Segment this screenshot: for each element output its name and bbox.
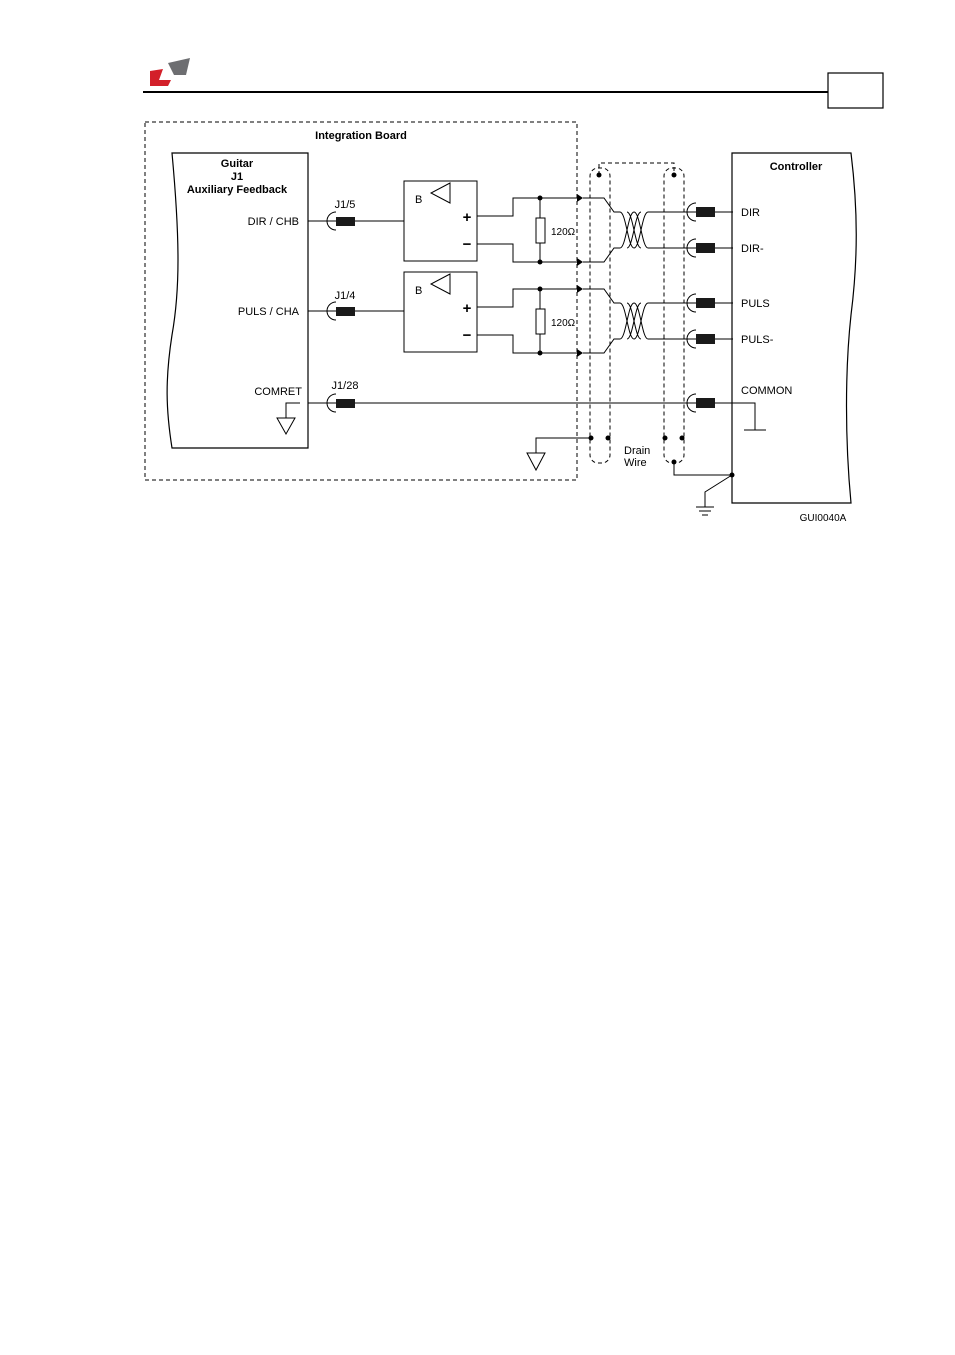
junction-dot (538, 260, 543, 265)
drain-wire-label-line2: Wire (624, 457, 647, 469)
receiver-dir-minus: − (463, 236, 472, 253)
guitar-block (167, 153, 308, 448)
guitar-title: Guitar (221, 158, 254, 170)
receiver-dir-amplifier-icon (431, 183, 450, 203)
controller-signal-dir: DIR (741, 207, 760, 219)
cable-conductors (355, 198, 690, 403)
twisted-pair-puls-icon (620, 303, 653, 339)
guitar-connector-title: J1 (231, 171, 243, 183)
resistor-dir-label: 120Ω (551, 227, 576, 238)
controller-block (732, 153, 856, 503)
resistor-puls-label: 120Ω (551, 318, 576, 329)
shield-junction-dots (589, 173, 685, 465)
integration-board-title: Integration Board (315, 130, 407, 142)
drain-wire-label-line1: Drain (624, 445, 650, 457)
controller-signal-dir-n: DIR- (741, 243, 764, 255)
connector-label-j1-5: J1/5 (335, 199, 356, 211)
figure-id: GUI0040A (800, 513, 847, 524)
controller-title: Controller (770, 161, 823, 173)
brand-logo (150, 58, 190, 86)
controller-signal-common: COMMON (741, 385, 792, 397)
guitar-signal-dir: DIR / CHB (248, 216, 299, 228)
controller-signal-puls: PULS (741, 298, 770, 310)
board-ground-icon (527, 438, 591, 470)
twisted-pair-dir-icon (620, 212, 653, 248)
signal-arrowheads (577, 194, 583, 357)
junction-dot (538, 351, 543, 356)
controller-signal-puls-n: PULS- (741, 334, 774, 346)
cable-shield (590, 163, 684, 463)
guitar-to-connector-wires (308, 221, 404, 403)
page-number-box (828, 73, 883, 108)
controller-common-ground-icon (733, 403, 766, 430)
drain-to-controller-wire (674, 462, 732, 475)
receiver-puls-amplifier-icon (431, 274, 450, 294)
connector-label-j1-4: J1/4 (335, 290, 356, 302)
connector-label-j1-28: J1/28 (332, 380, 359, 392)
junction-dot (538, 287, 543, 292)
comret-ground-icon (277, 403, 300, 434)
guitar-subtitle: Auxiliary Feedback (187, 184, 288, 196)
guitar-signal-comret: COMRET (254, 386, 302, 398)
integration-board-boundary (145, 122, 577, 480)
earth-ground-icon (696, 475, 732, 515)
junction-dot (538, 196, 543, 201)
receiver-puls-plus: + (463, 300, 472, 317)
guitar-signal-puls: PULS / CHA (238, 306, 300, 318)
receiver-puls-label: B (415, 285, 422, 297)
receiver-dir-label: B (415, 194, 422, 206)
receiver-puls-minus: − (463, 327, 472, 344)
receiver-dir-plus: + (463, 209, 472, 226)
